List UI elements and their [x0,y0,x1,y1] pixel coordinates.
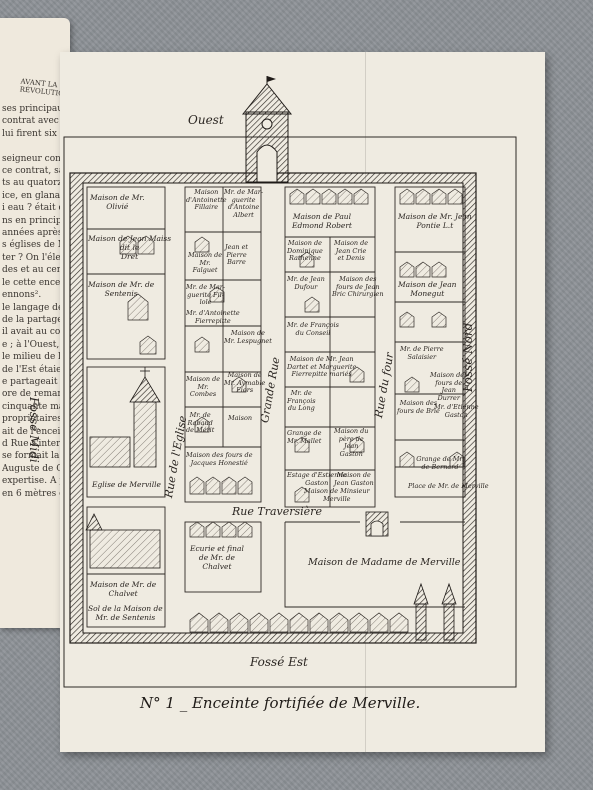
book-text-line: cinquante maison [2,401,68,412]
label-maison: Maison [228,414,253,422]
label-chalvet: Maison de Mr. de Chalvet [90,580,157,598]
label-jean-barre: Jean et Pierre Barre [225,243,249,266]
label-francois-conseil: Mr. de François du Conseil [287,321,339,337]
label-jean-crie: Maison de Jean Crie et Denis [334,239,369,262]
book-text-line: Auguste de Charles [2,463,68,474]
label-olive: Maison de Mr. Olivié [90,193,145,211]
label-ecurie: Ecurie et final de Mr. de Chalvet [190,544,244,571]
book-text-line: d Rue s'intercalai [2,438,68,449]
west-gate-tower [241,76,293,183]
label-fours-honestie: Maison des fours de Jacques Honestié [186,451,253,467]
book-text-line: de l'Est étaient [2,364,68,375]
label-fours-jean-bric: Maison des fours de Jean Bric Chirurgien [332,275,384,298]
book-text-line: ice, en glanant [2,190,68,201]
label-estienne-gaston-2: Mr. d'Etienne Gaston [434,403,479,419]
book-text-line: i eau ? était de [2,203,68,214]
book-text-line: des et au centre [2,265,68,276]
book-text-line: e ; à l'Ouest, les m [2,339,68,350]
compass-south: Fossé Midi [27,397,41,463]
book-text-line: ce contrat, sans [2,166,68,177]
book-text-line: ses principaux habi [2,104,68,114]
book-text-line [2,140,68,152]
compass-east: Fossé Est [250,655,308,669]
label-combes: Maison de Mr. Combes [186,375,221,398]
label-sentenis-sol: Sol de la Maison de Mr. de Sentenis [88,604,163,622]
book-text-line: le langage des mo [2,302,68,313]
label-marguerite-fillole: Mr. de Mar- guerite Fil- lole [186,283,226,306]
book-text-line: lui firent six pers [2,128,68,139]
label-dominique-rathenne: Maison de Dominique Rathenne [287,239,323,262]
book-text-line: le milieu de la mais [2,352,68,363]
traversiere-gate [365,511,389,537]
street-rue-traversiere: Rue Traversière [232,505,322,518]
book-text-line: propriétaires. La c [2,414,68,425]
label-eglise: Eglise de Merville [92,480,161,489]
label-fours-brie: Maison des fours de Brie [397,399,440,415]
label-grange-bernard: Grange de Mr. de Bernard [416,455,464,471]
map-caption: N° 1 _ Enceinte fortifiée de Merville. [140,694,421,712]
label-paul-robert: Maison de Paul Edmond Robert [292,212,352,230]
church [89,367,161,468]
label-pierre-salaisier: Mr. de Pierre Salaisier [400,345,444,361]
label-estienne-gaston: Estage d'Estienne Gaston [287,471,347,487]
label-jean-dufour: Mr. de Jean Dufour [287,275,325,291]
chateau-chalvet [85,513,161,569]
book-text-line: il avait au couchan [2,327,68,338]
label-antoinette-fierrepitte: Mr. d'Antoinette Fierrepitte [186,309,240,325]
label-jean-monegut: Maison de Jean Monegut [398,280,457,298]
label-pere-jean-gaston: Maison du père de Jean Gaston [334,427,369,458]
label-madame-merville: Maison de Madame de Merville [308,557,461,568]
book-text-line: s églises de Méri [2,240,68,251]
label-jean-durrer: Maison des fours de Jean Durrer [430,371,468,402]
label-sentenis: Maison de Mr. de Sentenis [88,280,155,298]
label-francois-long: Mr. de François du Long [287,389,316,412]
book-text-line: ore de remarquable [2,389,68,400]
book-text-line: ts au quatorziè [2,178,68,189]
book-text-line: ns en principaux [2,215,68,226]
label-grange-mallet: Grange de Mr. Mallet [287,429,322,445]
label-lespugnet: Maison de Mr. Lespugnet [224,329,272,345]
book-text-line: ennons². [2,290,42,301]
book-left-page: AVANT LA RÉVOLUTION ses principaux habic… [0,18,70,628]
book-text-line: seigneur consen [2,153,68,164]
label-jean-pontie: Maison de Mr. Jean Pontie L.t [398,212,472,230]
book-text-line: en 6 mètres carrés, en [2,488,68,499]
book-text-line: e partageait en [2,376,68,387]
label-place-merville: Place de Mr. de Merville [408,482,489,490]
book-text-line: ter ? On l'éleva le [2,252,68,263]
blocks [86,186,466,628]
book-text-line: de la partagea [2,314,68,325]
map-sheet: Ouest Fossé Est Fossé Nord Fossé Midi Ru… [27,52,545,752]
label-antoinette-fillaire: Maison d'Antoinette Fillaire [186,188,227,211]
label-dret: Maison de Jean Maiss dit le Dret [88,234,172,261]
map-drawing [63,76,517,688]
label-falguet: Maison de Mr. Falguet [188,251,223,274]
book-text-line: le cette enceinte for [2,277,68,288]
label-minsieur-merville: Maison de Minsieur Merville [304,487,370,503]
book-text-line: contrat avec Jean [2,116,68,127]
label-jean-gaston: Maison de Jean Gaston [334,471,374,487]
east-gate-towers [413,582,457,641]
book-text-line: expertise. A part des [2,476,68,487]
book-text-line: ait de l'enceinte du [2,426,68,437]
houses [119,188,465,538]
label-marguerite-albert: Mr. de Mar- guerite d'Antoine Albert [224,188,264,219]
label-rabaud-merit: Mr. de Rabaud de Mérit [186,411,215,434]
book-text-line: se formait la Gran [2,451,68,462]
compass-west: Ouest [188,113,224,127]
bottom-houses [189,612,409,633]
label-aymable-fiors: Maison de Mr. Aymable Fiors [224,371,266,394]
book-text-line: années après, on [2,228,68,239]
book-page-text: ses principaux habi contrat avec Jeanlui … [2,103,68,500]
label-jean-dartet: Maison de Mr. Jean Dartet et Marguerite … [287,355,357,378]
